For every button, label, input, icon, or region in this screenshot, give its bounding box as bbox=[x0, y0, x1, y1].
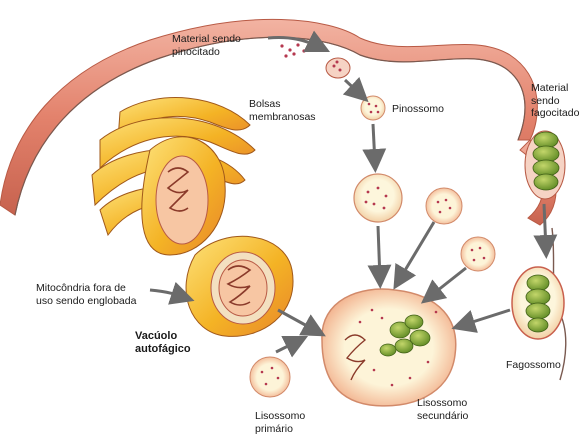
label-line: fagocitado bbox=[531, 107, 580, 119]
arrow-pinosome-down bbox=[362, 123, 387, 173]
pinocytosis-pit bbox=[325, 57, 351, 79]
label-line: Bolsas bbox=[249, 98, 281, 110]
label-material-fagocitado: Material sendo fagocitado bbox=[531, 82, 579, 120]
pinosome-vesicle bbox=[353, 173, 403, 223]
label-line: Lisossomo bbox=[255, 410, 306, 422]
arrow-mitochondrion-label bbox=[149, 281, 195, 305]
right-membrane bbox=[519, 130, 567, 381]
label-mitocondria: Mitocôndria fora de uso sendo englobada bbox=[36, 282, 136, 307]
label-vacuolo-autofagico: Vacúolo autofágico bbox=[135, 330, 191, 356]
label-fagossomo: Fagossomo bbox=[506, 359, 561, 371]
label-lisossomo-primario: Lisossomo primário bbox=[255, 410, 305, 435]
label-line: sendo bbox=[531, 94, 560, 107]
arrow-phagosome-to-lysosome bbox=[451, 308, 511, 333]
arrow-vesicle-to-lysosome bbox=[367, 225, 392, 289]
process-arrows bbox=[149, 30, 558, 358]
arrow-vacuole-to-lysosome bbox=[277, 308, 326, 337]
pinosome bbox=[360, 95, 386, 121]
mitochondrion-engulfed bbox=[141, 136, 226, 256]
label-line: Material bbox=[531, 82, 569, 94]
label-lisossomo-secundario: Lisossomo secundário bbox=[417, 397, 468, 422]
primary-lysosomes bbox=[249, 187, 496, 398]
arrow-phagocytosis-down bbox=[533, 203, 558, 259]
label-line: primário bbox=[255, 422, 293, 435]
autophagic-vacuole bbox=[185, 235, 294, 337]
secondary-lysosome bbox=[321, 288, 457, 407]
label-line: membranosas bbox=[249, 110, 316, 123]
label-line: secundário bbox=[417, 409, 469, 422]
label-line: autofágico bbox=[135, 343, 191, 355]
arrow-primary-lyso-up bbox=[275, 335, 309, 358]
label-line: Material sendo bbox=[172, 33, 241, 45]
label-bolsas-membranosas: Bolsas membranosas bbox=[249, 98, 316, 123]
label-material-pinocitado: Material sendo pinocitado bbox=[172, 33, 241, 58]
arrow-pit-to-pinosome bbox=[342, 76, 369, 103]
arrow-lyso2-to-lysosome bbox=[420, 266, 467, 304]
label-line: Mitocôndria fora de bbox=[36, 282, 126, 294]
phagosome bbox=[511, 266, 565, 340]
plasma-membrane bbox=[0, 18, 538, 216]
label-line: Vacúolo bbox=[135, 330, 178, 342]
label-pinossomo: Pinossomo bbox=[392, 103, 444, 115]
label-line: Lisossomo bbox=[417, 397, 468, 409]
label-line: uso sendo englobada bbox=[36, 294, 137, 307]
arrow-lyso1-to-lysosome bbox=[393, 221, 436, 290]
label-line: pinocitado bbox=[172, 45, 220, 58]
phagocytosed-material bbox=[532, 131, 560, 191]
arrow-pinocytosis-in bbox=[267, 30, 331, 53]
